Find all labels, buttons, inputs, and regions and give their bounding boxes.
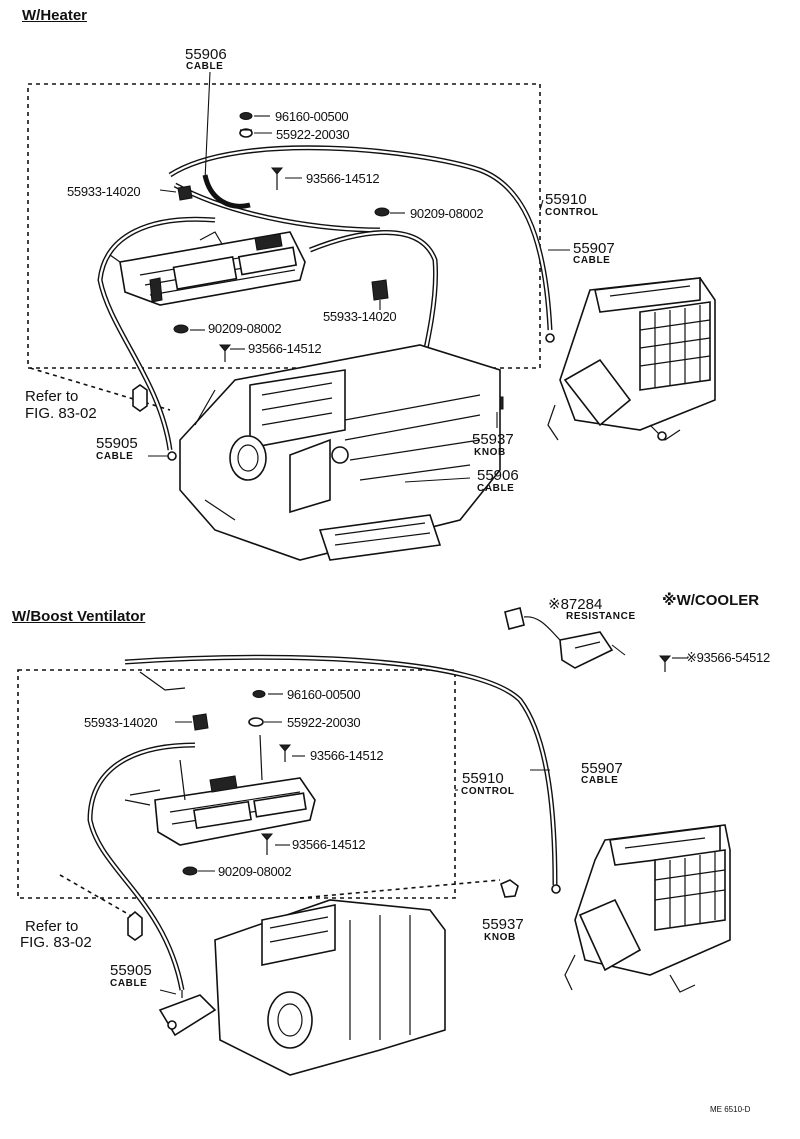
- label-93566-top-b: 93566-14512: [248, 341, 322, 356]
- section-title-heater: W/Heater: [22, 7, 88, 24]
- label-55937-bottom-num: 55937: [482, 916, 524, 933]
- label-55910-bottom-num: 55910: [462, 770, 504, 787]
- label-55907-top-num: 55907: [573, 240, 615, 257]
- boost-assembly: [17, 607, 731, 1076]
- label-55905-bottom-num: 55905: [110, 962, 152, 979]
- label-90209-bottom: 90209-08002: [218, 864, 292, 879]
- label-55937-top-name: KNOB: [474, 447, 506, 458]
- label-55922-top: 55922-20030: [276, 127, 350, 142]
- label-55937-bottom-name: KNOB: [484, 932, 516, 943]
- label-55937-top-num: 55937: [472, 431, 514, 448]
- heater-leaders: [148, 71, 570, 483]
- section-title-boost: W/Boost Ventilator: [12, 608, 146, 625]
- label-55933-top-b: 55933-14020: [323, 309, 397, 324]
- label-93566-bottom-b: 93566-14512: [292, 837, 366, 852]
- label-93566-top-a: 93566-14512: [306, 171, 380, 186]
- boost-leaders: [159, 644, 688, 995]
- label-87284-num: ※87284: [548, 596, 603, 613]
- label-55905-top-num: 55905: [96, 435, 138, 452]
- label-55910-top-num: 55910: [545, 191, 587, 208]
- label-55907-bottom-num: 55907: [581, 760, 623, 777]
- label-93566-bottom-a: 93566-14512: [310, 748, 384, 763]
- label-55905-top-name: CABLE: [96, 451, 134, 462]
- label-refer-top-1: Refer to: [25, 388, 79, 405]
- label-55905-bottom-name: CABLE: [110, 978, 148, 989]
- label-90209-top-b: 90209-08002: [208, 321, 282, 336]
- label-55933-bottom: 55933-14020: [84, 715, 158, 730]
- label-55922-bottom: 55922-20030: [287, 715, 361, 730]
- label-55906-bottom-num: 55906: [477, 467, 519, 484]
- label-refer-bottom-1: Refer to: [25, 918, 79, 935]
- label-55906-top-num: 55906: [185, 46, 227, 63]
- label-55933-top-a: 55933-14020: [67, 184, 141, 199]
- label-55907-top-name: CABLE: [573, 255, 611, 266]
- label-90209-top-a: 90209-08002: [410, 206, 484, 221]
- label-55906-bottom-name: CABLE: [477, 483, 515, 494]
- label-96160-top: 96160-00500: [275, 109, 349, 124]
- heater-assembly: [27, 83, 716, 561]
- label-87284-name: RESISTANCE: [566, 611, 636, 622]
- label-93566-cooler: ※93566-54512: [686, 650, 770, 665]
- label-55910-bottom-name: CONTROL: [461, 786, 515, 797]
- footer-code: ME 6510-D: [710, 1105, 751, 1114]
- label-55910-top-name: CONTROL: [545, 207, 599, 218]
- label-55907-bottom-name: CABLE: [581, 775, 619, 786]
- section-title-cooler: ※W/COOLER: [662, 592, 760, 609]
- label-96160-bottom: 96160-00500: [287, 687, 361, 702]
- label-55906-top-name: CABLE: [186, 61, 224, 72]
- label-refer-top-2: FIG. 83-02: [25, 405, 97, 422]
- label-refer-bottom-2: FIG. 83-02: [20, 934, 92, 951]
